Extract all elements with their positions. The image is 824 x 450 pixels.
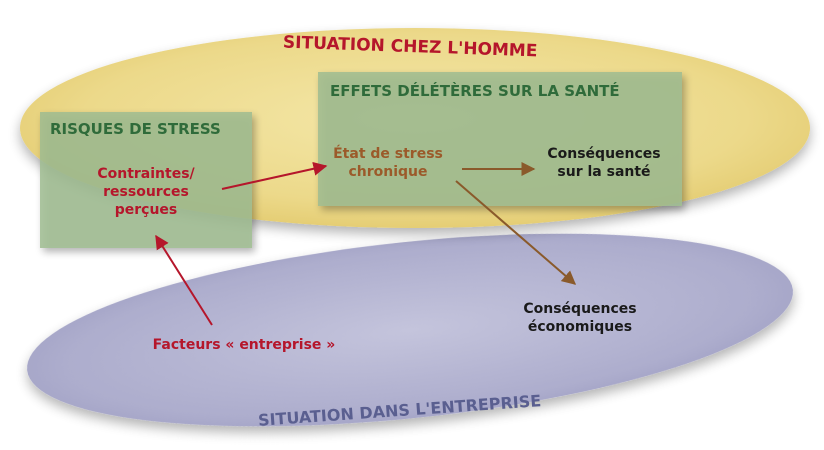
risques-content-line-2: ressources <box>103 184 189 200</box>
arrow-facteurs-to-contraintes <box>155 234 213 326</box>
arrow-etat-to-consequences-eco <box>455 180 577 285</box>
effets-box <box>318 72 682 206</box>
arrow-contraintes-to-etat <box>221 161 328 190</box>
etat-stress-line-1: État de stress <box>333 145 443 162</box>
entreprise-ellipse <box>26 233 794 427</box>
effets-box-title: EFFETS DÉLÉTÈRES SUR LA SANTÉ <box>330 81 620 100</box>
risques-content-line-1: Contraintes/ <box>97 166 195 182</box>
consequences-eco-line-1: Conséquences <box>523 301 636 317</box>
etat-stress-line-2: chronique <box>348 164 427 180</box>
consequences-sante-line-1: Conséquences <box>547 146 660 162</box>
risques-box-title: RISQUES DE STRESS <box>50 120 221 138</box>
facteurs-entreprise-label: Facteurs « entreprise » <box>153 337 336 353</box>
risques-box <box>40 112 252 248</box>
risques-content-line-3: perçues <box>115 202 178 218</box>
consequences-sante-line-2: sur la santé <box>557 164 650 180</box>
consequences-eco-line-2: économiques <box>528 319 632 335</box>
